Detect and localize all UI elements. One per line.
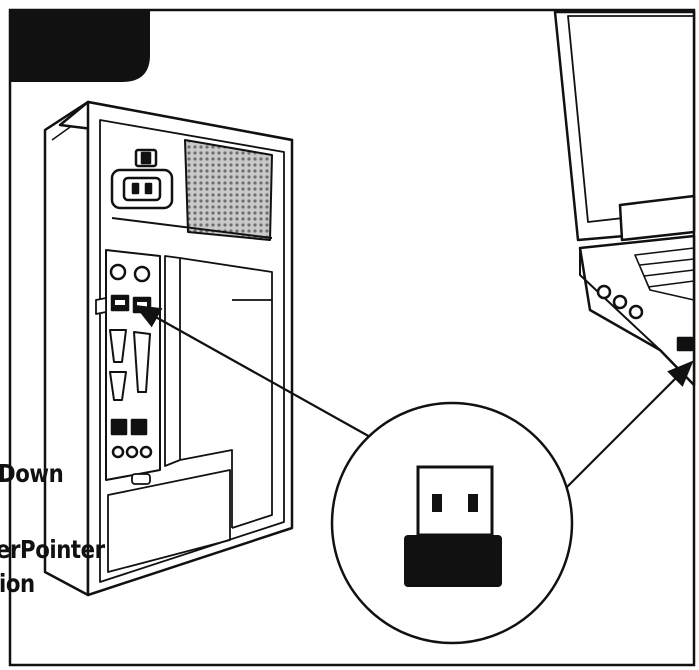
usb-receiver-icon — [404, 465, 502, 587]
arrow-to-desktop-usb — [134, 304, 373, 439]
desktop-tower-icon — [43, 100, 294, 597]
label-ion-fragment: ion — [0, 569, 35, 598]
laptop-icon — [553, 10, 696, 387]
label-pointer-fragment: erPointer — [0, 535, 105, 564]
arrow-to-laptop-usb — [565, 360, 694, 489]
header-tab — [10, 10, 150, 82]
label-down-fragment: Down — [0, 459, 64, 488]
